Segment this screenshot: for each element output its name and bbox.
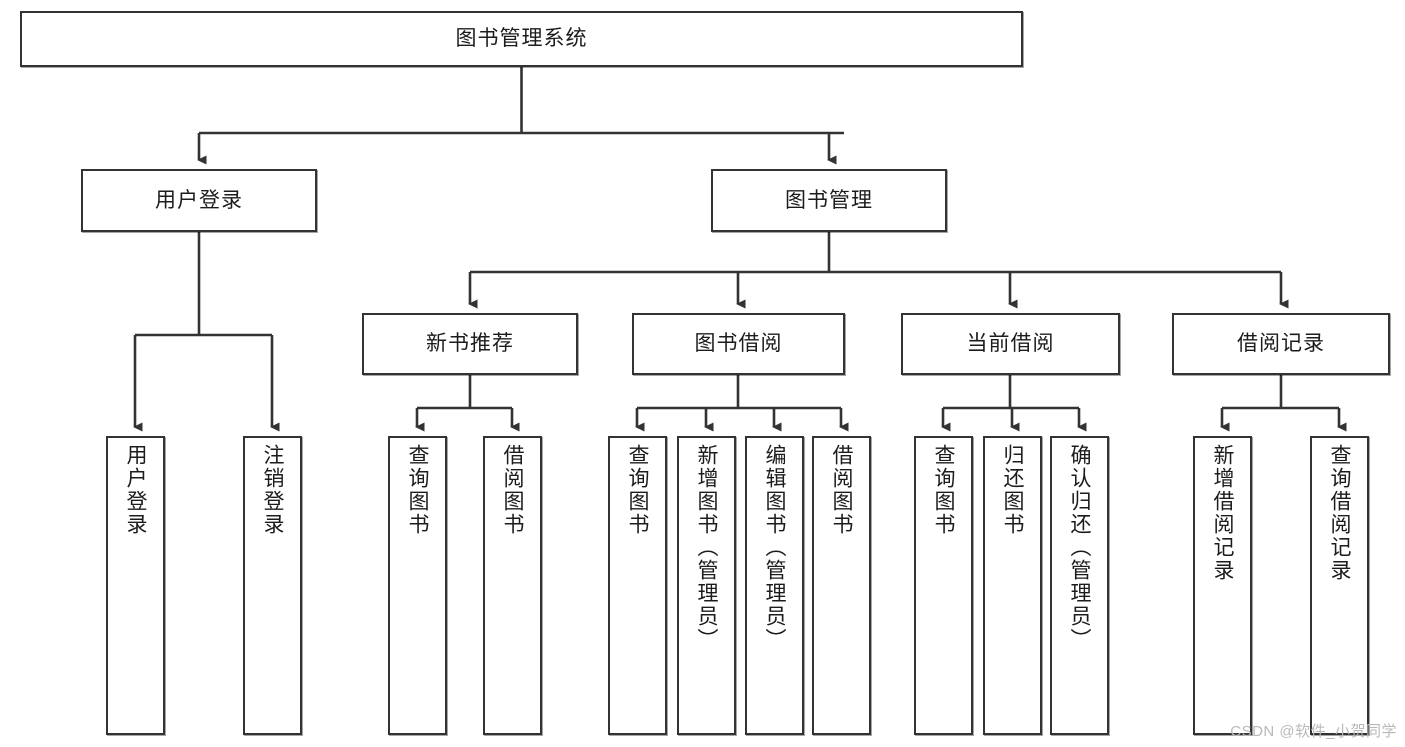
leaf-user-login-label: 用户登录 [124,444,147,536]
leaf-borrow-book-recommend-label: 借阅图书 [501,444,524,536]
leaf-borrow-book-recommend[interactable]: 借阅图书 [483,436,542,735]
leaf-user-login[interactable]: 用户登录 [106,436,165,735]
leaf-query-book-borrowing[interactable]: 查询图书 [608,436,667,735]
node-book-borrowing-label: 图书借阅 [694,332,783,356]
node-borrow-records-label: 借阅记录 [1237,332,1325,356]
node-root[interactable]: 图书管理系统 [20,11,1023,67]
leaf-return-book[interactable]: 归还图书 [983,436,1042,735]
node-new-book-recommendation[interactable]: 新书推荐 [362,313,578,375]
leaf-query-book-borrowing-label: 查询图书 [626,444,649,536]
node-book-borrowing[interactable]: 图书借阅 [632,313,845,375]
leaf-query-book-current-label: 查询图书 [932,444,955,536]
node-user-login[interactable]: 用户登录 [81,169,317,232]
leaf-logout[interactable]: 注销登录 [243,436,302,735]
leaf-borrow-book-borrowing[interactable]: 借阅图书 [812,436,871,735]
leaf-edit-book-admin[interactable]: 编辑图书（管理员） [745,436,804,735]
node-current-borrowing-label: 当前借阅 [966,332,1055,356]
node-book-management-label: 图书管理 [785,188,873,212]
node-root-label: 图书管理系统 [455,27,588,51]
leaf-query-book-current[interactable]: 查询图书 [914,436,973,735]
leaf-query-borrow-record[interactable]: 查询借阅记录 [1310,436,1369,735]
csdn-watermark: CSDN @软件_小贺同学 [1230,723,1397,740]
leaf-confirm-return-admin-label: 确认归还（管理员） [1068,444,1091,651]
leaf-query-book-recommend[interactable]: 查询图书 [388,436,447,735]
leaf-query-book-recommend-label: 查询图书 [406,444,429,536]
leaf-query-borrow-record-label: 查询借阅记录 [1328,444,1351,582]
leaf-logout-label: 注销登录 [261,444,284,536]
leaf-confirm-return-admin[interactable]: 确认归还（管理员） [1050,436,1109,735]
leaf-add-book-admin-label: 新增图书（管理员） [695,444,718,651]
leaf-edit-book-admin-label: 编辑图书（管理员） [763,444,786,651]
node-user-login-label: 用户登录 [155,188,243,212]
leaf-add-book-admin[interactable]: 新增图书（管理员） [677,436,736,735]
node-borrow-records[interactable]: 借阅记录 [1172,313,1390,375]
leaf-add-borrow-record[interactable]: 新增借阅记录 [1193,436,1252,735]
node-new-book-recommendation-label: 新书推荐 [426,332,514,356]
node-book-management[interactable]: 图书管理 [711,169,947,232]
node-current-borrowing[interactable]: 当前借阅 [901,313,1120,375]
leaf-add-borrow-record-label: 新增借阅记录 [1211,444,1234,582]
leaf-borrow-book-borrowing-label: 借阅图书 [830,444,853,536]
leaf-return-book-label: 归还图书 [1001,444,1024,536]
